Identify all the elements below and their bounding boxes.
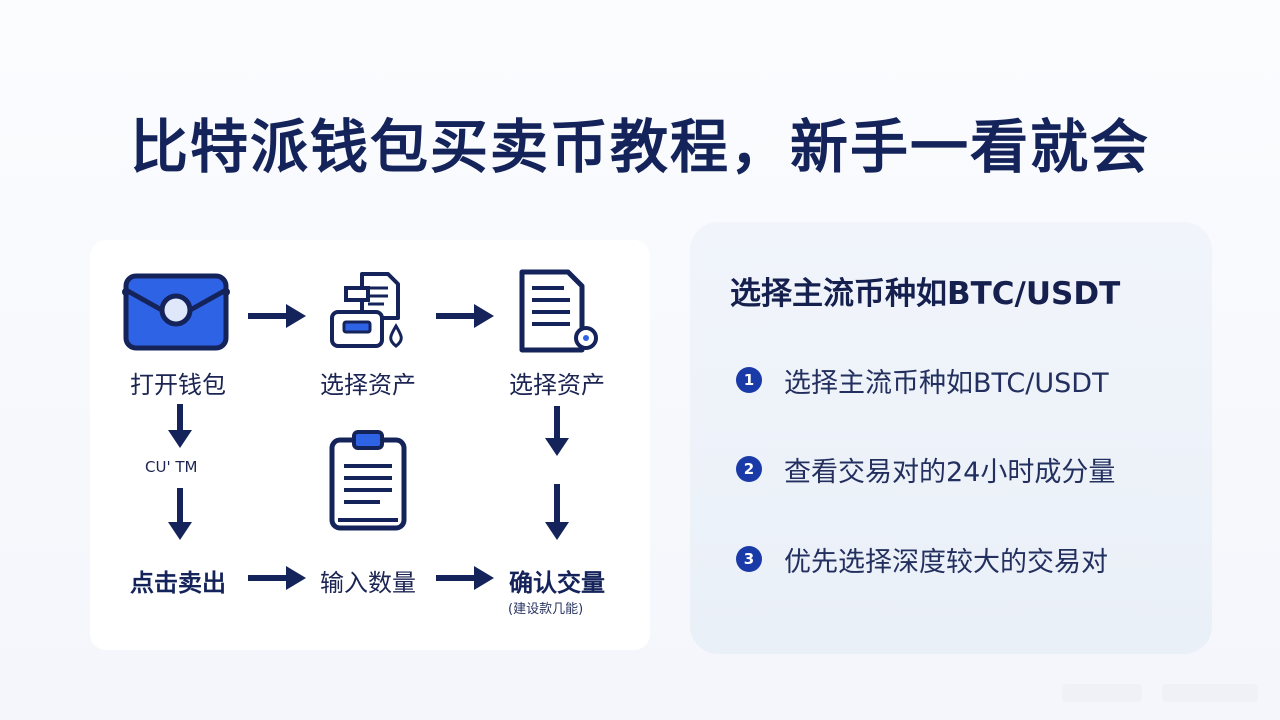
arrow-right — [248, 304, 306, 328]
arrow-down — [168, 404, 192, 448]
arrow-down — [545, 406, 569, 456]
watermark — [1062, 684, 1258, 702]
node-garbled-label: CU' TM — [145, 458, 198, 476]
arrow-right — [436, 566, 494, 590]
step-item: 2 查看交易对的24小时成分量 — [736, 452, 1116, 488]
step-text: 查看交易对的24小时成分量 — [784, 456, 1116, 488]
wallet-icon — [122, 273, 230, 351]
step-text: 选择主流币种如BTC/USDT — [784, 367, 1109, 399]
arrow-right — [248, 566, 306, 590]
node-note: (建设款几能) — [508, 602, 584, 617]
document-seal-icon — [519, 269, 598, 353]
node-confirm-trade: 确认交量 — [509, 569, 605, 597]
node-click-sell: 点击卖出 — [130, 569, 226, 597]
arrow-down — [545, 484, 569, 540]
arrow-down — [168, 488, 192, 540]
asset-documents-icon — [330, 272, 403, 348]
node-input-amount: 输入数量 — [320, 569, 416, 597]
step-item: 3 优先选择深度较大的交易对 — [736, 542, 1108, 578]
step-item: 1 选择主流币种如BTC/USDT — [736, 363, 1109, 399]
tips-card — [690, 222, 1212, 654]
card-title: 选择主流币种如BTC/USDT — [730, 276, 1121, 312]
node-select-asset: 选择资产 — [509, 371, 605, 399]
step-number-badge: 2 — [736, 456, 762, 482]
page-title: 比特派钱包买卖币教程，新手一看就会 — [129, 113, 1150, 181]
arrow-right — [436, 304, 494, 328]
step-text: 优先选择深度较大的交易对 — [784, 546, 1108, 578]
step-number-badge: 1 — [736, 367, 762, 393]
node-open-wallet: 打开钱包 — [130, 371, 226, 399]
step-number-badge: 3 — [736, 546, 762, 572]
node-select-asset: 选择资产 — [320, 371, 416, 399]
clipboard-icon — [329, 430, 407, 531]
